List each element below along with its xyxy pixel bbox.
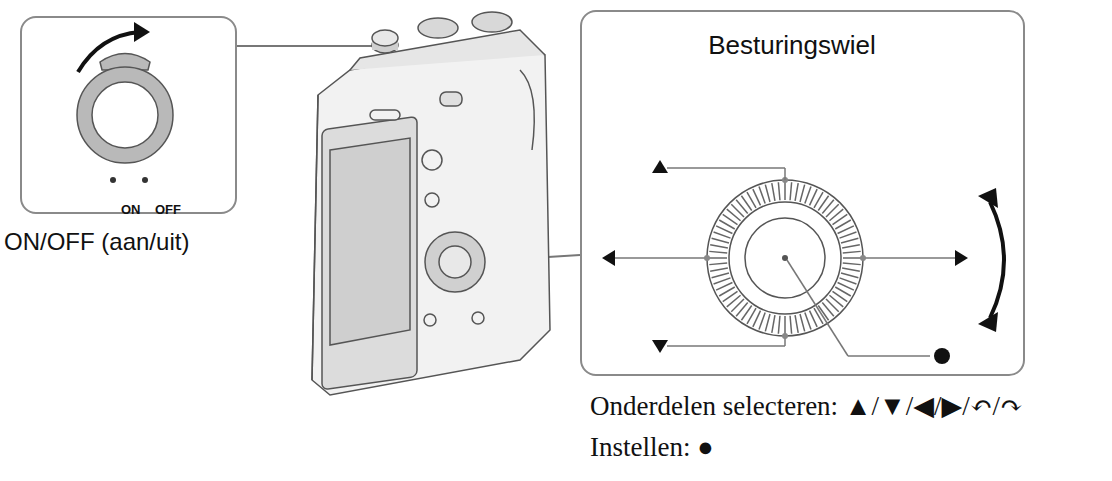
text-label: ON/OFF (aan/uit)	[4, 228, 189, 256]
text-label: Besturingswiel	[708, 30, 876, 61]
inset-panel: ON OFF	[20, 16, 237, 214]
control-wheel	[602, 160, 1004, 364]
leader-line	[237, 45, 384, 47]
text-label: OFF	[155, 202, 181, 217]
inset-panel: Besturingswiel	[580, 10, 1025, 376]
text-label: Onderdelen selecteren: ▲/▼/◀/▶/↶/↷	[590, 390, 1023, 422]
text-label: ON	[121, 202, 141, 217]
power-switch	[77, 22, 173, 183]
camera-body	[312, 12, 550, 395]
text-label: Instellen: ●	[590, 432, 714, 463]
